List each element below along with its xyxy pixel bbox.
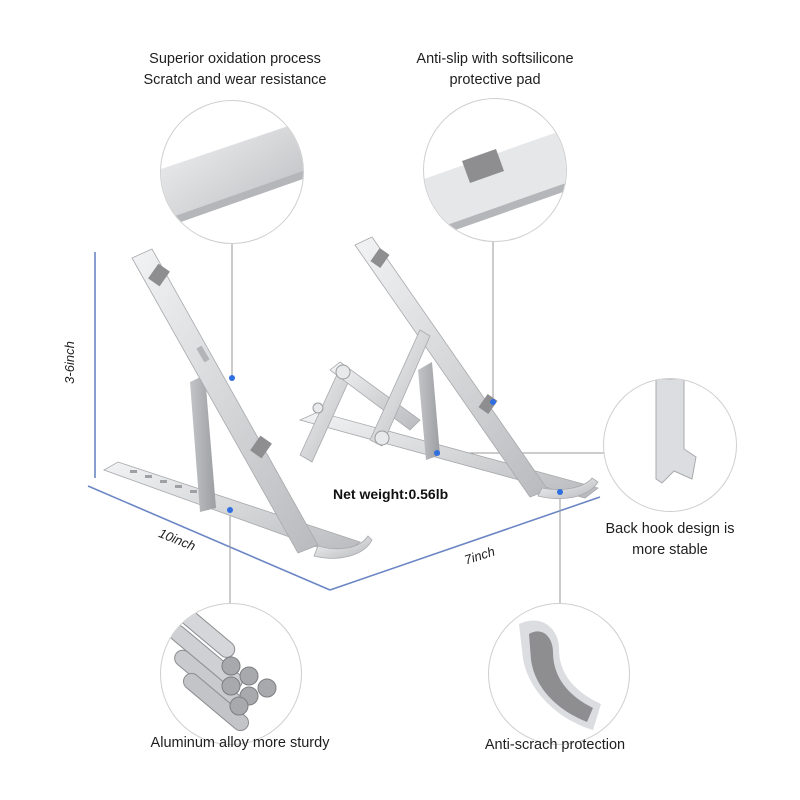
height-label: 3-6inch: [61, 341, 77, 384]
width-dimension-line: [329, 496, 601, 591]
front-arm: [131, 248, 319, 554]
length-dimension-line: [87, 485, 331, 591]
detail-circle-foot-protection: [488, 603, 630, 745]
detail-circle-back-hook: [603, 378, 737, 512]
detail-circle-surface: [160, 100, 304, 244]
front-foot-curl: [313, 535, 373, 559]
front-support-leg: [190, 375, 216, 512]
silicone-pad-shape: [462, 149, 504, 183]
caption-anti-scratch: Anti-scrach protection: [484, 737, 626, 753]
caption-aluminum: Aluminum alloy more sturdy: [150, 735, 330, 751]
caption-back-hook: Back hook design is more stable: [605, 521, 735, 558]
front-arm-pad: [148, 263, 170, 287]
caption-oxidation: Superior oxidation process Scratch and w…: [143, 51, 327, 88]
caption-anti-slip: Anti-slip with softsilicone protective p…: [416, 51, 574, 88]
detail-circle-silicone-pad: [423, 98, 567, 242]
foot-pad-shape: [529, 631, 593, 722]
net-weight-label: Net weight:0.56lb: [333, 486, 449, 502]
back-support-leg: [418, 362, 440, 460]
detail-circle-aluminum-rods: [160, 603, 302, 745]
back-arm-pad: [370, 248, 390, 268]
dimension-lines: [87, 252, 601, 591]
cross-link: [299, 367, 353, 463]
marker-dots: [227, 375, 563, 513]
